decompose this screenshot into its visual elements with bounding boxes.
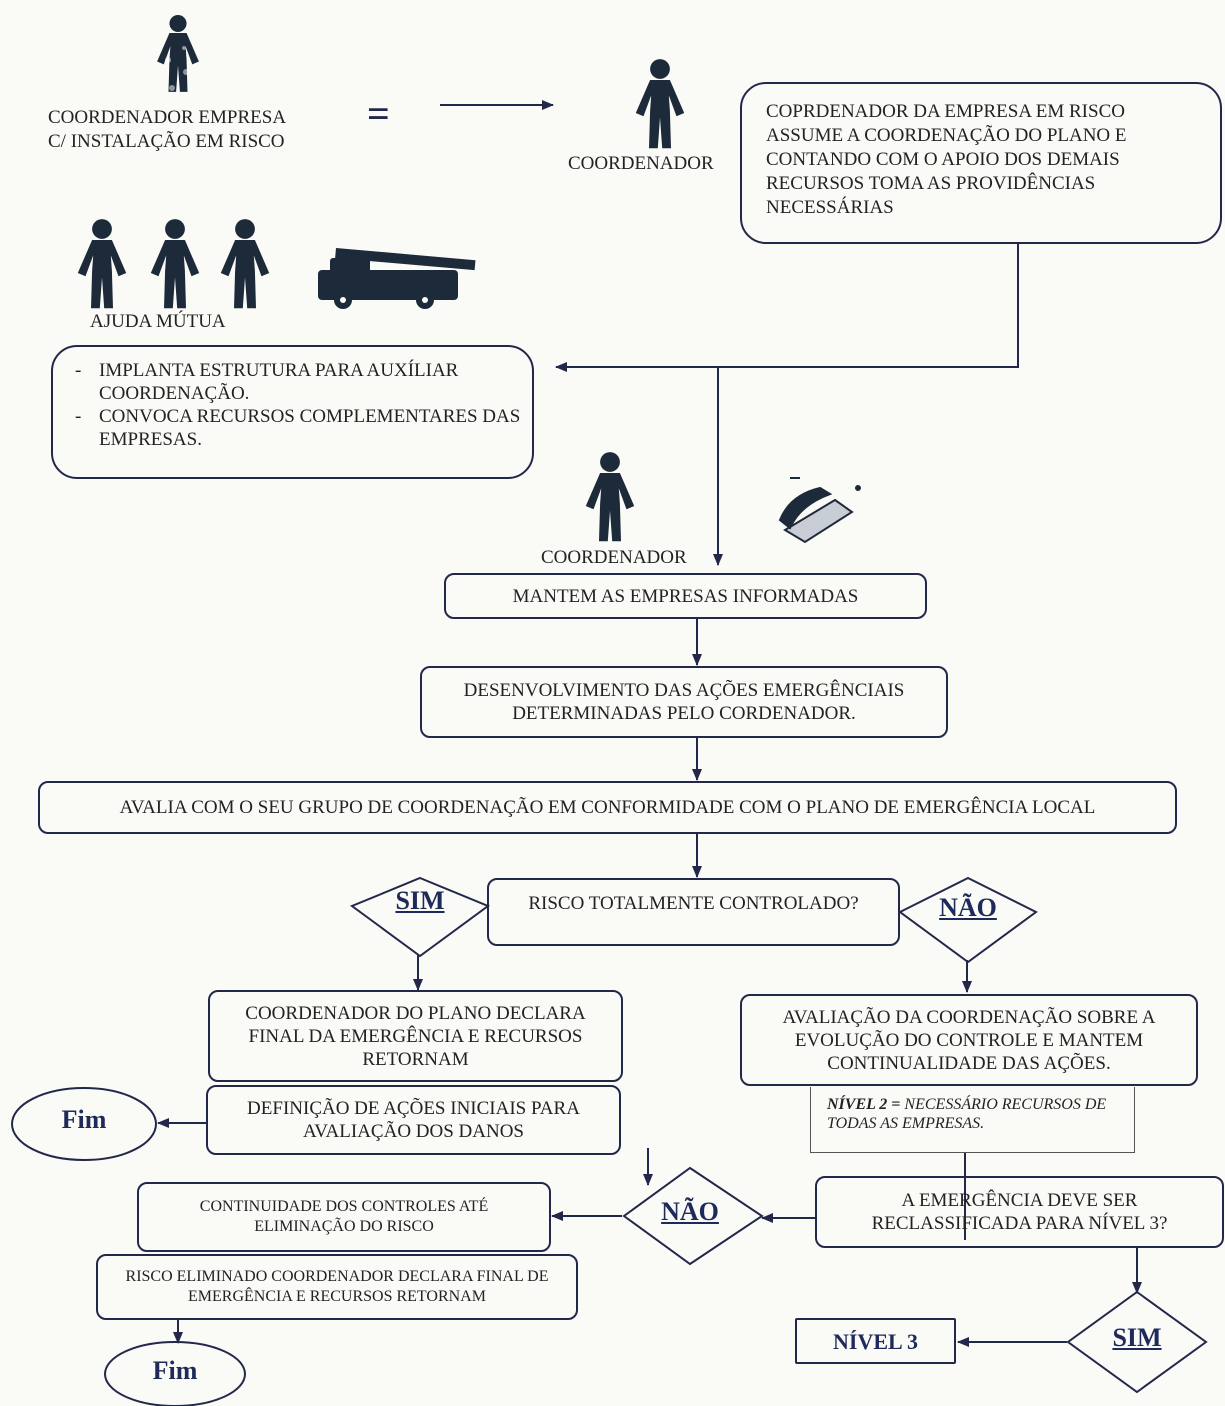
mutual-aid-item: IMPLANTA ESTRUTURA PARA AUXÍLIAR COORDEN… — [59, 359, 526, 405]
continuity-box: CONTINUIDADE DOS CONTROLES ATÉ ELIMINAÇÃ… — [137, 1182, 551, 1252]
level2-note: NÍVEL 2 = NECESSÁRIO RECURSOS DE TODAS A… — [810, 1087, 1135, 1153]
telephone-icon — [778, 477, 861, 544]
yes-label: SIM — [395, 886, 445, 915]
coordinator-label: COORDENADOR — [541, 547, 687, 568]
end-label: Fim — [152, 1356, 198, 1385]
top-coordination-box: COPRDENADOR DA EMPRESA EM RISCO ASSUME A… — [740, 82, 1222, 244]
no-label: NÃO — [661, 1197, 719, 1226]
end-terminal — [11, 1087, 157, 1161]
person-icon — [157, 14, 199, 92]
end-label: Fim — [61, 1105, 107, 1134]
level3-box: NÍVEL 3 — [795, 1318, 956, 1364]
declare-end-box: COORDENADOR DO PLANO DECLARA FINAL DA EM… — [208, 990, 623, 1082]
coordinator-label: COORDENADOR — [568, 153, 714, 174]
decision-diamond-no-2 — [622, 1166, 764, 1266]
evaluate-box: AVALIA COM O SEU GRUPO DE COORDENAÇÃO EM… — [38, 781, 1177, 834]
yes-label: SIM — [1112, 1323, 1162, 1352]
define-actions-box: DEFINIÇÃO DE AÇÕES INICIAIS PARA AVALIAÇ… — [206, 1085, 621, 1155]
decision-diamond-yes — [349, 876, 491, 958]
development-box: DESENVOLVIMENTO DAS AÇÕES EMERGÊNCIAIS D… — [420, 666, 948, 738]
keep-informed-box: MANTEM AS EMPRESAS INFORMADAS — [444, 573, 927, 619]
reclassify-question-box: A EMERGÊNCIA DEVE SER RECLASSIFICADA PAR… — [815, 1176, 1224, 1248]
risk-question-box: RISCO TOTALMENTE CONTROLADO? — [487, 878, 900, 946]
risk-eliminated-box: RISCO ELIMINADO COORDENADOR DECLARA FINA… — [96, 1254, 578, 1320]
person-icon — [635, 59, 685, 149]
mutual-aid-item: CONVOCA RECURSOS COMPLEMENTARES DAS EMPR… — [59, 405, 526, 451]
connector-lines — [157, 100, 1142, 1347]
person-icon — [585, 452, 635, 542]
fire-truck-icon — [318, 247, 476, 309]
person-icon — [165, 46, 189, 91]
person-icon — [77, 219, 270, 309]
evaluation-coordination-box: AVALIAÇÃO DA COORDENAÇÃO SOBRE A EVOLUÇÃ… — [740, 994, 1198, 1086]
equals-sign: = — [367, 91, 390, 136]
decision-diamond-no — [898, 876, 1038, 964]
no-label: NÃO — [939, 893, 997, 922]
mutual-aid-box: IMPLANTA ESTRUTURA PARA AUXÍLIAR COORDEN… — [51, 345, 534, 479]
mutual-aid-label: AJUDA MÚTUA — [90, 311, 226, 332]
company-coordinator-label: COORDENADOR EMPRESA C/ INSTALAÇÃO EM RIS… — [48, 107, 287, 152]
decision-diamond-yes-2 — [1066, 1290, 1208, 1394]
end-terminal — [104, 1341, 246, 1406]
